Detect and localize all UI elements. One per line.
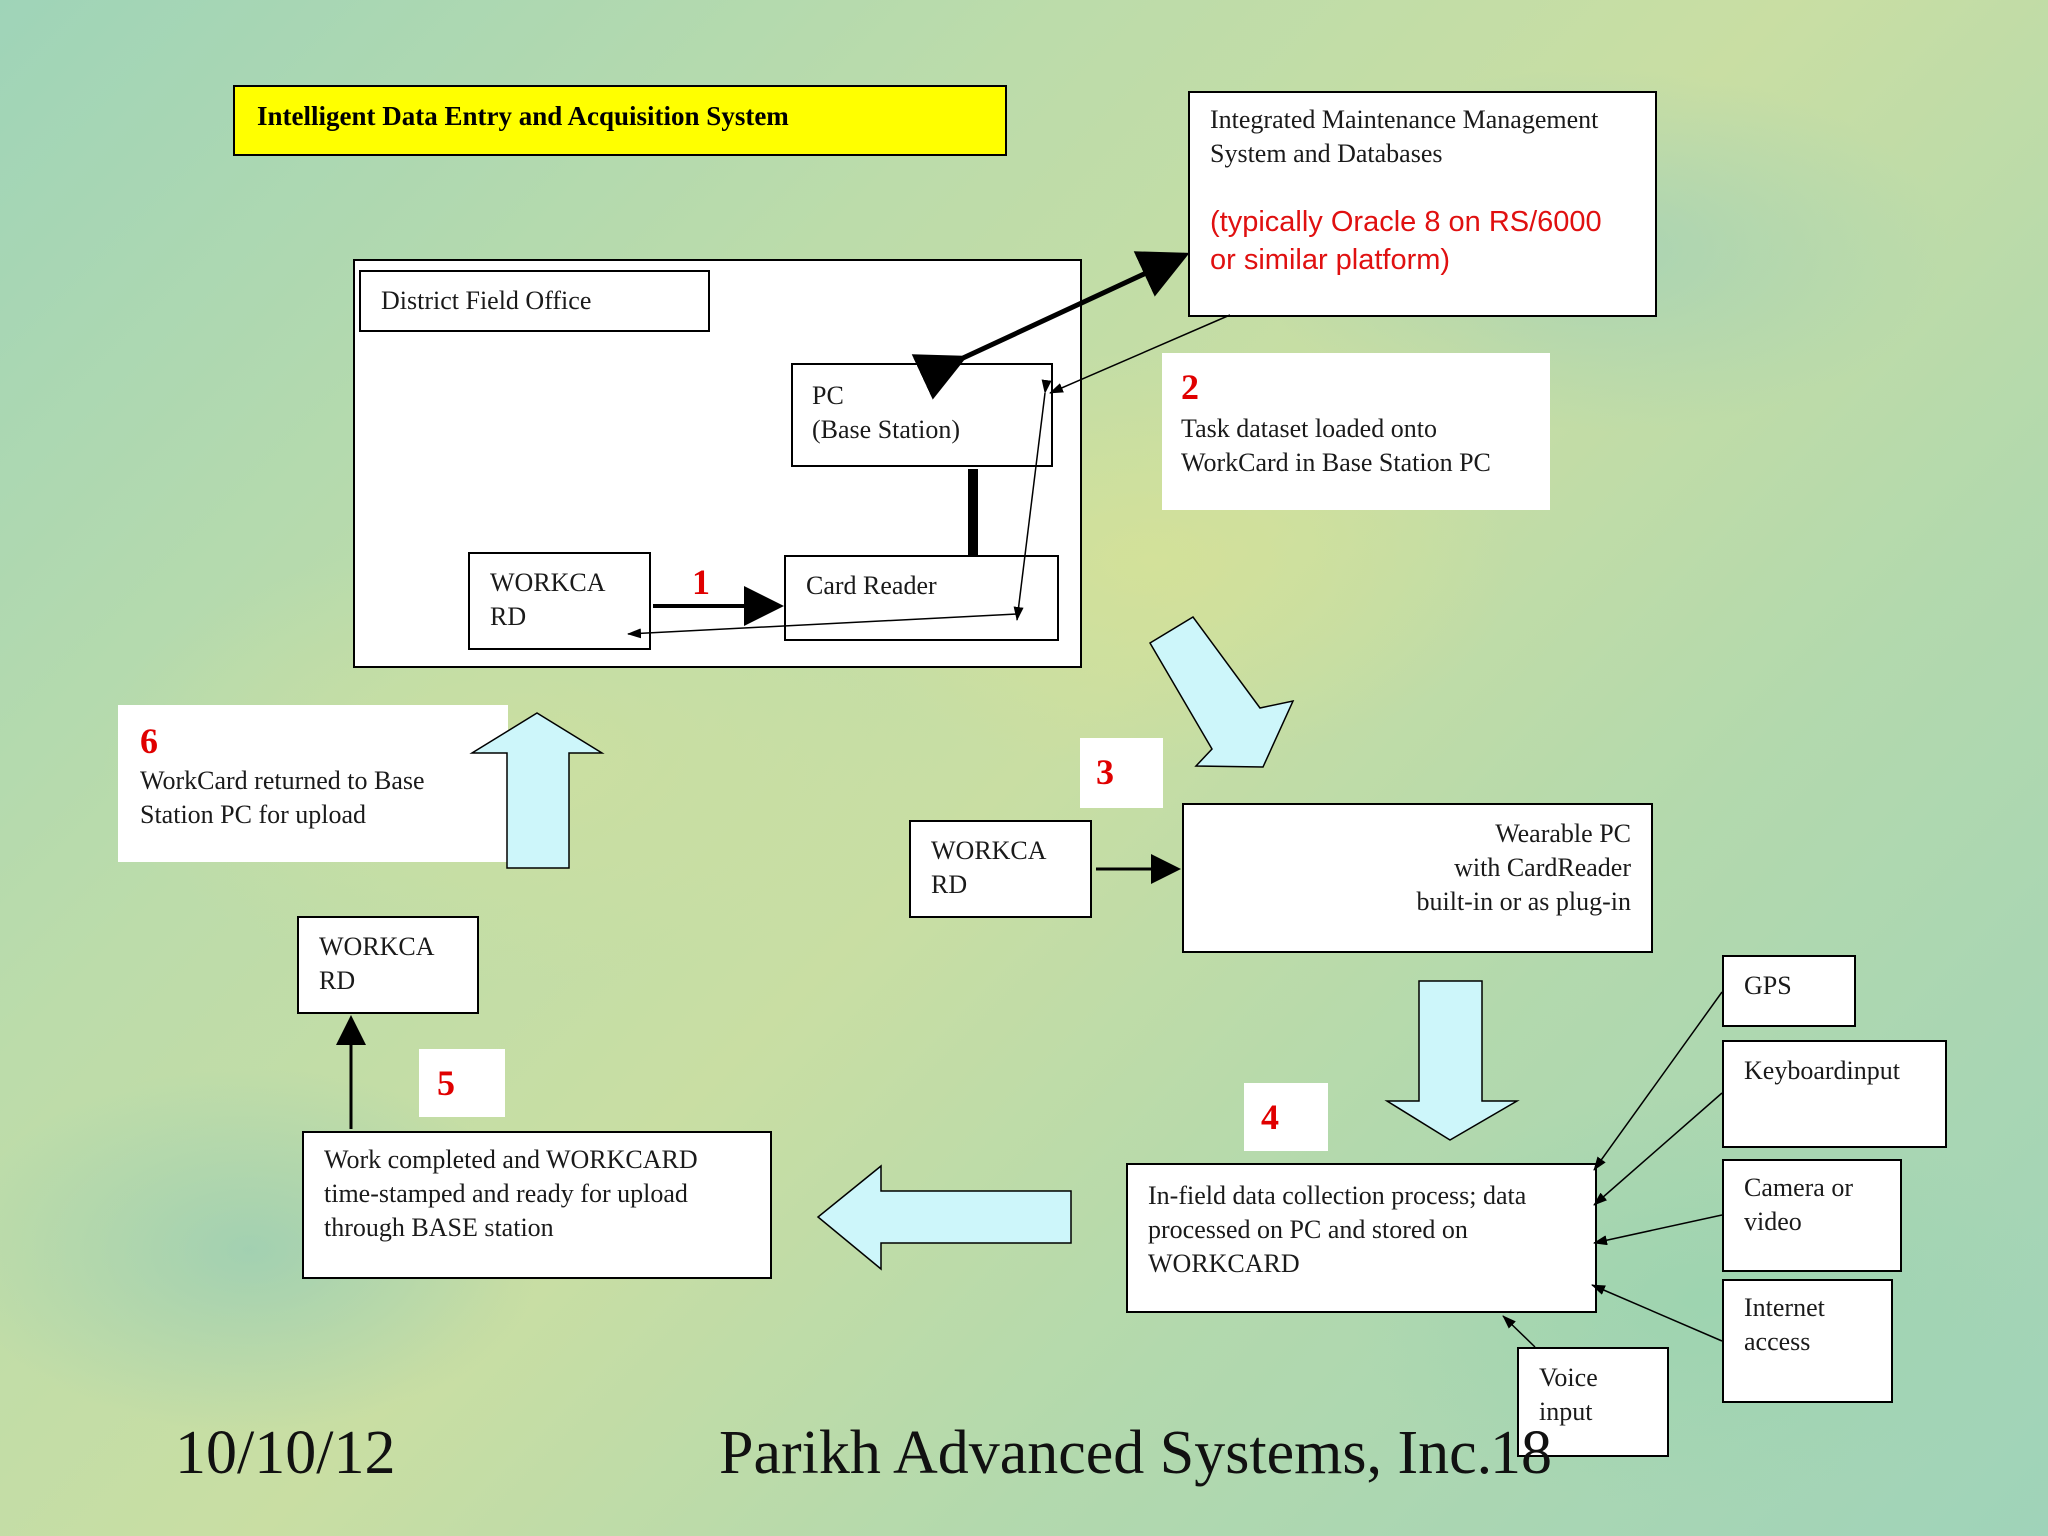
title-box: Intelligent Data Entry and Acquisition S…: [233, 85, 1007, 156]
camera-input-arrow: [1593, 1214, 1723, 1246]
card-reader-box: Card Reader: [784, 555, 1059, 641]
diagram-title: Intelligent Data Entry and Acquisition S…: [257, 101, 789, 131]
internet-input-arrow: [1591, 1284, 1723, 1342]
gps-label: GPS: [1744, 971, 1792, 1000]
voice-input-box: Voice input: [1517, 1347, 1669, 1457]
imms-box: Integrated Maintenance Management System…: [1188, 91, 1657, 317]
district-office-label: District Field Office: [381, 286, 592, 315]
step4-number: 4: [1261, 1097, 1279, 1137]
voice-input-label: Voice input: [1539, 1363, 1598, 1426]
work-completed-label: Work completed and WORKCARD time-stamped…: [324, 1145, 698, 1242]
flow-arrow-up: [469, 712, 605, 869]
infield-process-label: In-field data collection process; data p…: [1148, 1181, 1527, 1278]
keyboard-input-arrow: [1593, 1092, 1723, 1206]
workcard-returned-label: WORKCA RD: [319, 932, 435, 995]
step3-callout: 3: [1080, 738, 1163, 808]
dataset-load-arrow: [1049, 314, 1231, 394]
workcard-field-box: WORKCA RD: [909, 820, 1092, 918]
gps-box: GPS: [1722, 955, 1856, 1027]
workcard-returned-box: WORKCA RD: [297, 916, 479, 1014]
flow-arrow-left: [816, 1164, 1072, 1271]
voice-input-arrow: [1502, 1315, 1536, 1348]
internet-access-label: Internet access: [1744, 1293, 1825, 1356]
footer-page-number: 18: [1490, 1419, 1552, 1487]
pc-to-reader-arrow: [1013, 379, 1052, 621]
keyboard-input-box: Keyboardinput: [1722, 1040, 1947, 1148]
step1-number: 1: [692, 562, 710, 602]
camera-video-label: Camera or video: [1744, 1173, 1854, 1236]
step2-text: Task dataset loaded onto WorkCard in Bas…: [1181, 414, 1491, 477]
step5-callout: 5: [419, 1049, 505, 1117]
internet-access-box: Internet access: [1722, 1279, 1893, 1403]
imms-platform-note: (typically Oracle 8 on RS/6000 or simila…: [1210, 206, 1602, 276]
footer-company: Parikh Advanced Systems, Inc.: [719, 1419, 1493, 1487]
pc-base-station-label: PC (Base Station): [812, 381, 961, 444]
workcard-field-label: WORKCA RD: [931, 836, 1047, 899]
workcard-office-box: WORKCA RD: [468, 552, 651, 650]
gps-input-arrow: [1593, 991, 1723, 1171]
step6-number: 6: [140, 721, 158, 761]
work-completed-box: Work completed and WORKCARD time-stamped…: [302, 1131, 772, 1279]
flow-arrow-down: [1384, 980, 1520, 1141]
step6-callout: 6 WorkCard returned to Base Station PC f…: [118, 705, 508, 862]
district-office-label-box: District Field Office: [359, 270, 710, 332]
step2-callout: 2 Task dataset loaded onto WorkCard in B…: [1162, 353, 1550, 510]
card-reader-label: Card Reader: [806, 571, 937, 600]
step3-number: 3: [1096, 752, 1114, 792]
wearable-pc-label: Wearable PC with CardReader built-in or …: [1416, 819, 1631, 916]
footer-date: 10/10/12: [175, 1419, 396, 1487]
step6-text: WorkCard returned to Base Station PC for…: [140, 766, 425, 829]
flow-arrow-down-right: [1148, 616, 1295, 768]
wearable-pc-box: Wearable PC with CardReader built-in or …: [1182, 803, 1653, 953]
step5-number: 5: [437, 1063, 455, 1103]
camera-video-box: Camera or video: [1722, 1159, 1902, 1272]
imms-pc-link-arrow: [911, 251, 1190, 400]
workcard-office-label: WORKCA RD: [490, 568, 606, 631]
keyboard-input-label: Keyboardinput: [1744, 1056, 1900, 1085]
imms-label: Integrated Maintenance Management System…: [1210, 105, 1599, 168]
reader-to-workcard-arrow: [627, 613, 1018, 639]
step4-callout: 4: [1244, 1083, 1328, 1151]
